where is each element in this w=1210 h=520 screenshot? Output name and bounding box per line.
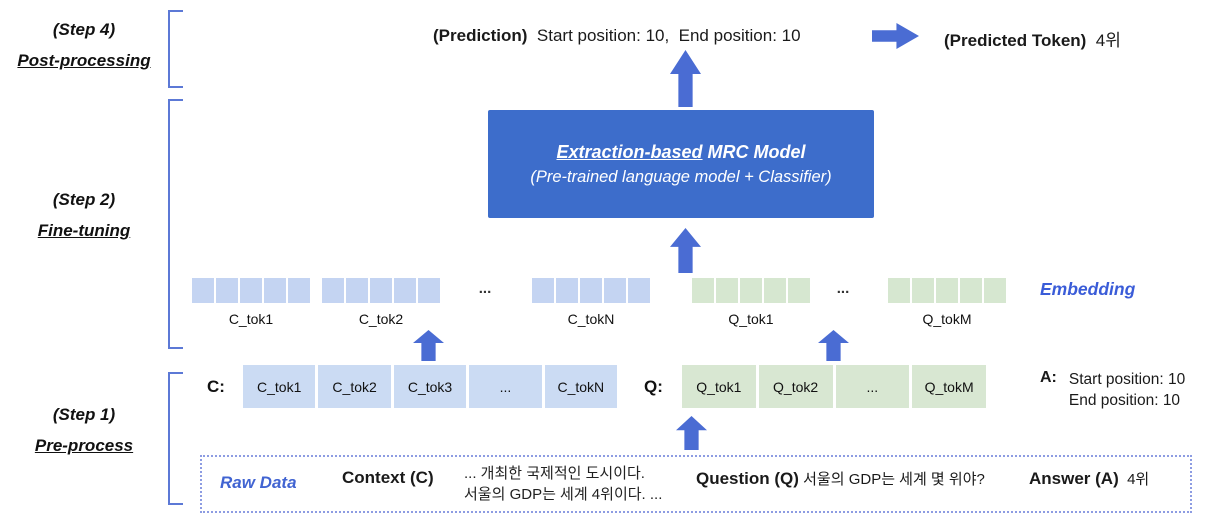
question-token-row: Q_tok1 Q_tok2 ... Q_tokM <box>682 365 986 408</box>
up-arrow-icon <box>676 416 707 450</box>
step1-label: (Step 1) Pre-process <box>0 405 168 456</box>
up-arrow-icon <box>670 50 701 107</box>
step4-label: (Step 4) Post-processing <box>0 20 168 71</box>
embedding-square <box>288 278 310 303</box>
raw-answer: Answer (A) 4위 <box>1029 468 1149 489</box>
step1-title: Pre-process <box>34 436 134 455</box>
embedding-square <box>888 278 910 303</box>
embedding-square <box>192 278 214 303</box>
embedding-square <box>912 278 934 303</box>
question-token-cell: Q_tok1 <box>682 365 756 408</box>
embedding-square <box>580 278 602 303</box>
right-arrow-icon <box>872 23 919 49</box>
embedding-square <box>740 278 762 303</box>
embedding-square <box>936 278 958 303</box>
answer-start-position: Start position: 10 <box>1068 371 1186 388</box>
raw-question: Question (Q) 서울의 GDP는 세계 몇 위야? <box>696 468 985 489</box>
embedding-square <box>628 278 650 303</box>
question-prefix: Q: <box>644 377 663 396</box>
embedding-square <box>532 278 554 303</box>
raw-question-label: Question (Q) <box>696 469 799 488</box>
embedding-square <box>216 278 238 303</box>
embedding-group-label: C_tok2 <box>358 311 404 327</box>
embedding-square <box>788 278 810 303</box>
embedding-square <box>556 278 578 303</box>
up-arrow-icon <box>413 330 444 361</box>
predicted-token-value: 4위 <box>1086 31 1121 50</box>
question-embedding-group <box>692 278 810 303</box>
predicted-token-text: (Predicted Token) 4위 <box>944 26 1121 51</box>
embedding-square <box>764 278 786 303</box>
up-arrow-icon <box>818 330 849 361</box>
question-token-cell: Q_tokM <box>912 365 986 408</box>
context-embedding-group <box>322 278 440 303</box>
embedding-square <box>716 278 738 303</box>
embedding-square <box>346 278 368 303</box>
step4-title: Post-processing <box>17 51 151 70</box>
embedding-label: Embedding <box>1040 279 1136 299</box>
embedding-square <box>418 278 440 303</box>
raw-answer-label: Answer (A) <box>1029 469 1119 488</box>
step1-number: (Step 1) <box>52 405 116 424</box>
raw-question-text: 서울의 GDP는 세계 몇 위야? <box>798 471 985 488</box>
context-token-cell: C_tok2 <box>318 365 391 408</box>
prediction-value: Start position: 10, End position: 10 <box>527 26 801 45</box>
answer-block: A: Start position: 10 End position: 10 <box>1040 369 1185 411</box>
model-box-subtitle: (Pre-trained language model + Classifier… <box>530 167 832 186</box>
raw-context-text: ... 개최한 국제적인 도시이다. 서울의 GDP는 세계 4위이다. ... <box>464 463 662 505</box>
embedding-square <box>604 278 626 303</box>
step2-number: (Step 2) <box>52 190 116 209</box>
prediction-label: (Prediction) <box>433 26 528 45</box>
context-token-cell: C_tok3 <box>393 365 467 408</box>
answer-prefix: A: <box>1040 369 1057 386</box>
embedding-group-label: Q_tok1 <box>728 311 774 327</box>
raw-answer-text: 4위 <box>1118 471 1150 488</box>
model-box-title-rest: MRC Model <box>702 141 806 162</box>
step4-bracket <box>168 10 183 88</box>
step2-label: (Step 2) Fine-tuning <box>0 190 168 241</box>
ellipsis: ... <box>836 280 850 297</box>
step1-bracket <box>168 372 183 505</box>
embedding-square <box>394 278 416 303</box>
predicted-token-label: (Predicted Token) <box>944 31 1087 50</box>
embedding-square <box>692 278 714 303</box>
embedding-group-label: C_tokN <box>567 311 615 327</box>
embedding-square <box>984 278 1006 303</box>
model-box-title: Extraction-based MRC Model <box>556 142 805 163</box>
raw-context-line1: ... 개최한 국제적인 도시이다. <box>464 465 645 482</box>
context-token-cell: ... <box>469 365 542 408</box>
embedding-group-label: C_tok1 <box>228 311 274 327</box>
context-embedding-group <box>192 278 310 303</box>
context-token-row: C_tok1 C_tok2 C_tok3 ... C_tokN <box>243 365 618 408</box>
raw-data-label: Raw Data <box>220 473 297 492</box>
embedding-square <box>960 278 982 303</box>
raw-context-label: Context (C) <box>342 468 434 487</box>
embedding-square <box>240 278 262 303</box>
up-arrow-icon <box>670 228 701 273</box>
embedding-square <box>370 278 392 303</box>
answer-positions: Start position: 10 End position: 10 <box>1069 369 1185 411</box>
embedding-group-label: Q_tokM <box>922 311 972 327</box>
question-token-cell: Q_tok2 <box>758 365 833 408</box>
question-embedding-group <box>888 278 1006 303</box>
prediction-text: (Prediction) Start position: 10, End pos… <box>433 26 801 46</box>
embedding-square <box>264 278 286 303</box>
context-embedding-group <box>532 278 650 303</box>
context-token-cell: C_tokN <box>544 365 618 408</box>
raw-context-line2: 서울의 GDP는 세계 4위이다. ... <box>464 486 663 503</box>
ellipsis: ... <box>478 280 492 297</box>
model-box-title-underlined: Extraction-based <box>556 141 703 162</box>
step2-title: Fine-tuning <box>37 221 131 240</box>
answer-end-position: End position: 10 <box>1068 392 1181 409</box>
question-token-cell: ... <box>835 365 910 408</box>
raw-data-box: Raw Data Context (C) ... 개최한 국제적인 도시이다. … <box>200 455 1192 513</box>
mrc-model-box: Extraction-based MRC Model (Pre-trained … <box>488 110 874 218</box>
step2-bracket <box>168 99 183 349</box>
context-prefix: C: <box>207 377 225 396</box>
embedding-square <box>322 278 344 303</box>
step4-number: (Step 4) <box>52 20 116 39</box>
context-token-cell: C_tok1 <box>243 365 316 408</box>
